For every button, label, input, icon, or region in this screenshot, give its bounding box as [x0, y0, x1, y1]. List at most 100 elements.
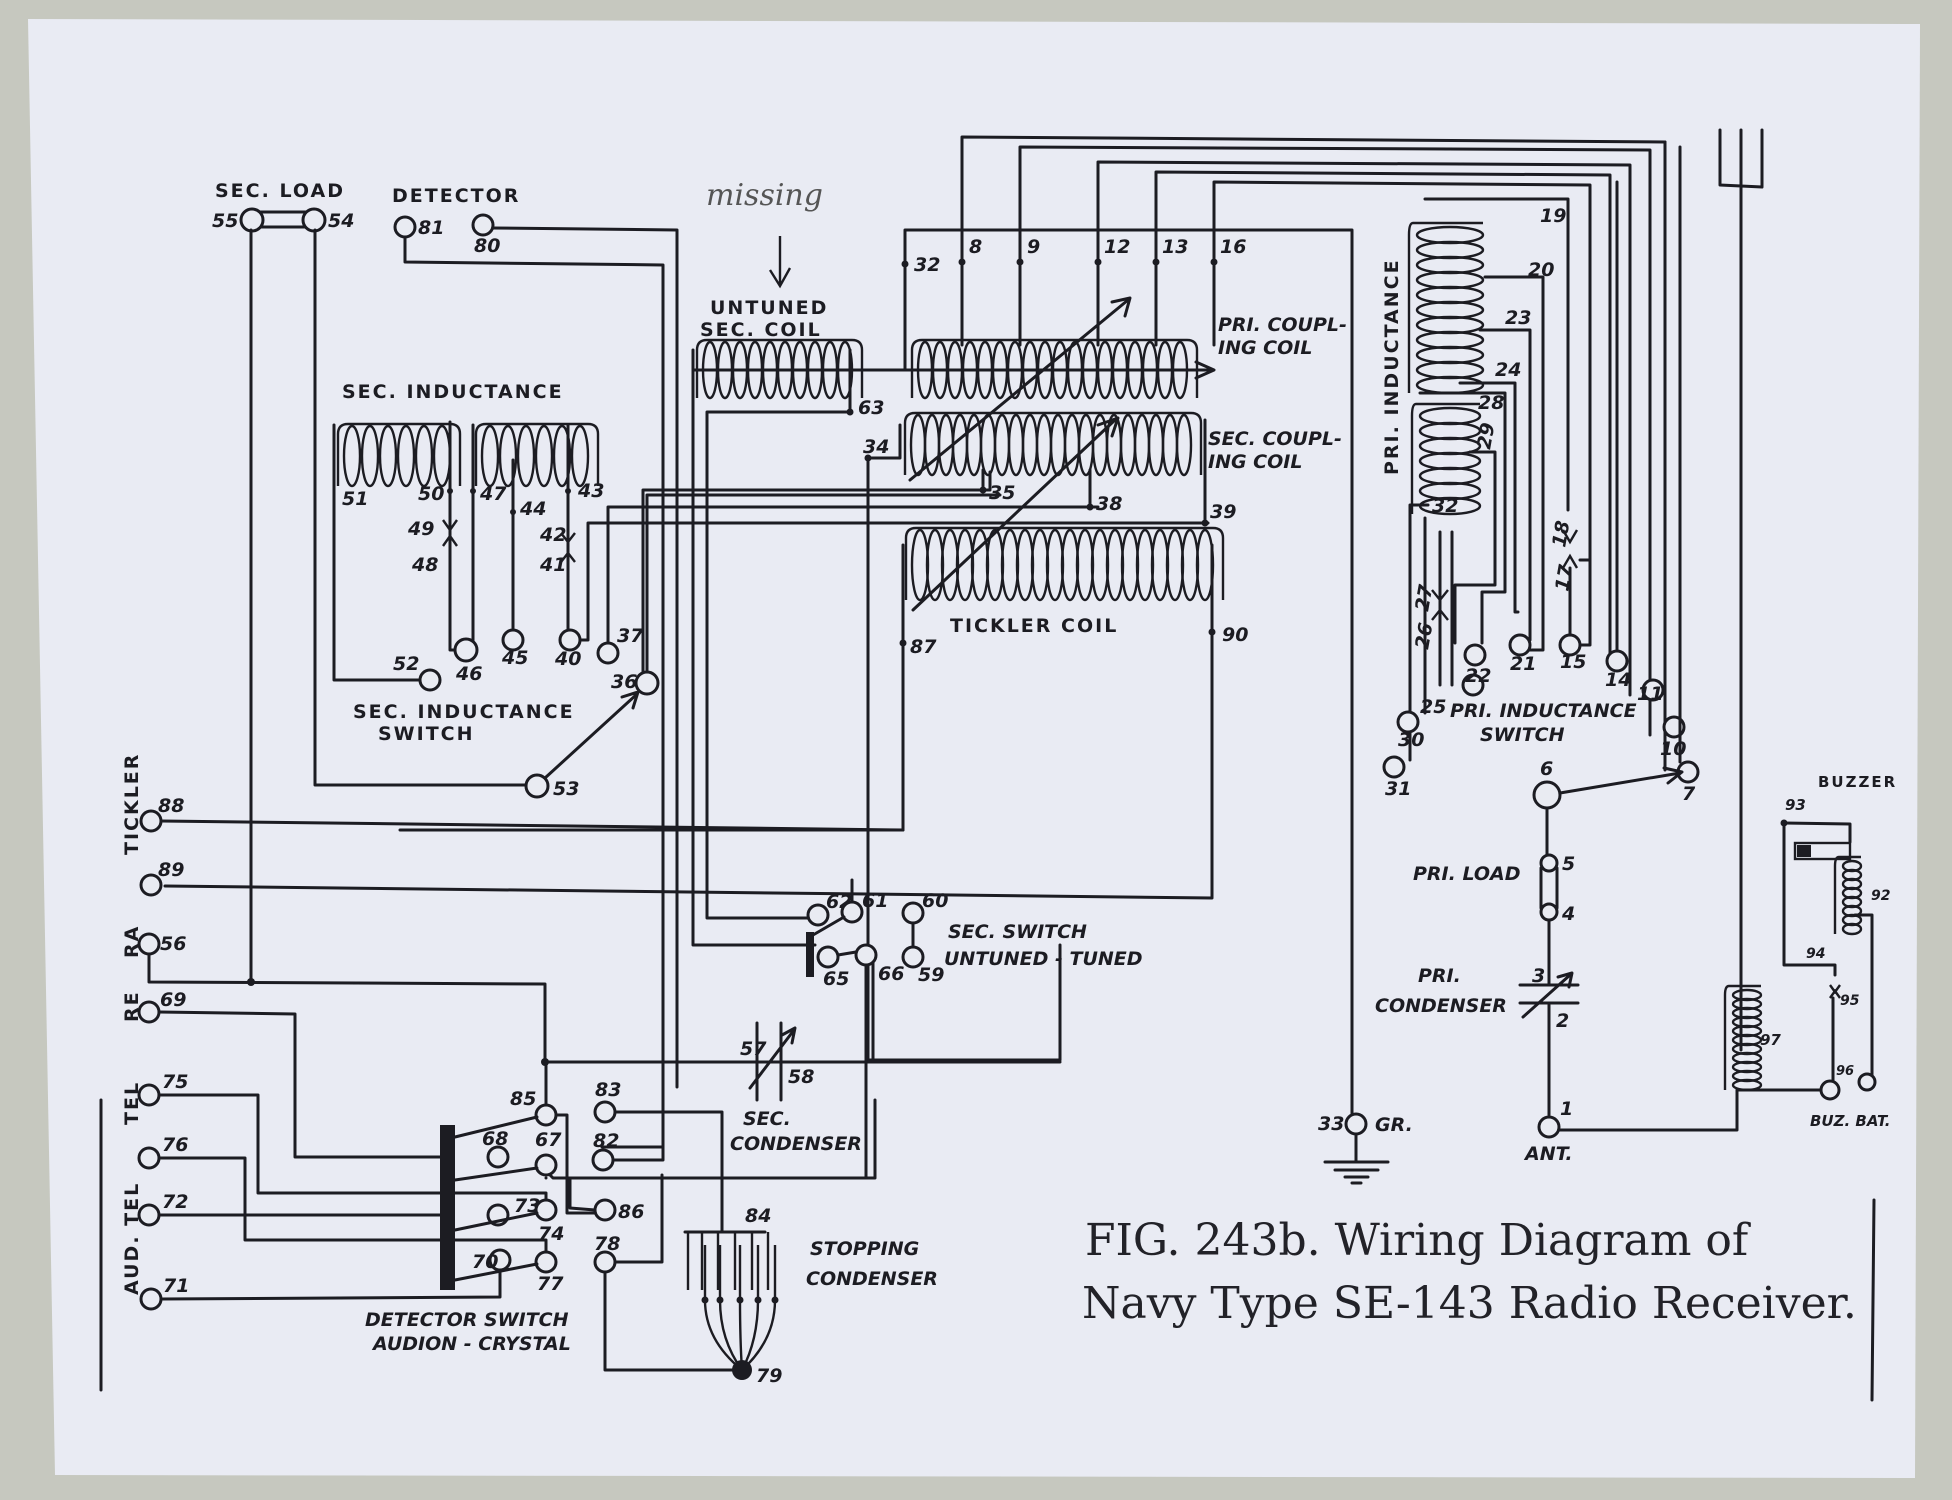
svg-text:44: 44 — [519, 498, 546, 520]
terminal-45[interactable] — [501, 628, 525, 652]
terminal-31[interactable] — [1382, 755, 1406, 779]
svg-text:83: 83 — [595, 1079, 621, 1101]
svg-text:11: 11 — [1637, 683, 1663, 705]
svg-text:28: 28 — [1478, 392, 1504, 414]
terminal-54[interactable] — [301, 207, 327, 233]
terminal-56[interactable] — [137, 932, 161, 956]
svg-text:BUZZER: BUZZER — [1818, 773, 1897, 791]
terminal-5[interactable] — [1539, 853, 1559, 873]
svg-text:90: 90 — [1222, 624, 1248, 646]
svg-text:41: 41 — [539, 554, 566, 576]
svg-text:SEC. INDUCTANCE: SEC. INDUCTANCE — [353, 701, 575, 723]
terminal-69[interactable] — [137, 1000, 161, 1024]
terminal-55[interactable] — [239, 207, 265, 233]
terminal-1[interactable] — [1537, 1115, 1561, 1139]
terminal-81[interactable] — [393, 215, 417, 239]
svg-text:RA: RA — [121, 925, 143, 958]
svg-text:CONDENSER: CONDENSER — [730, 1133, 862, 1155]
terminal-67[interactable] — [534, 1153, 558, 1177]
antenna-circuit: 5 4 PRI. LOAD 3 2 PRI. CONDENSER 1 ANT. — [1375, 806, 1739, 1165]
svg-text:SEC. COIL: SEC. COIL — [700, 319, 822, 341]
coil-turn — [552, 424, 572, 488]
coil-turn — [516, 424, 536, 488]
terminal-4[interactable] — [1539, 902, 1559, 922]
pri-inductance-switch-arm[interactable] — [1558, 766, 1684, 795]
terminal-71[interactable] — [139, 1287, 163, 1311]
tickler-coil: 87 90 TICKLER COIL — [163, 526, 1248, 900]
stopping-condenser: 84 79 STOPPING CONDENSER — [683, 1205, 938, 1387]
svg-text:78: 78 — [594, 1233, 620, 1255]
terminal-61[interactable] — [840, 900, 864, 924]
sec-inductance-coil-2 — [474, 422, 600, 488]
terminal-60[interactable] — [901, 901, 925, 925]
svg-text:13: 13 — [1162, 236, 1188, 258]
terminal-80[interactable] — [471, 213, 495, 237]
terminal-86[interactable] — [593, 1198, 617, 1222]
terminal-11[interactable] — [1641, 678, 1665, 702]
terminal-82[interactable] — [591, 1148, 615, 1172]
terminal-68[interactable] — [486, 1145, 510, 1169]
detector-switch-blade[interactable] — [440, 1125, 455, 1290]
svg-text:60: 60 — [922, 890, 948, 912]
svg-text:32: 32 — [914, 254, 940, 276]
terminal-6[interactable] — [1532, 780, 1562, 810]
terminal-74[interactable] — [534, 1198, 558, 1222]
terminal-52[interactable] — [418, 668, 442, 692]
sec-switch: 62 61 60 65 66 59 SEC. SWITCH UNTUNED - … — [806, 878, 1143, 1180]
svg-text:STOPPING: STOPPING — [810, 1238, 919, 1260]
svg-text:95: 95 — [1840, 993, 1860, 1009]
svg-text:53: 53 — [553, 778, 579, 800]
figure-caption-line-1: FIG. 243b. Wiring Diagram of — [1085, 1215, 1751, 1266]
coil-turn — [1841, 922, 1863, 936]
terminal-89[interactable] — [139, 873, 163, 897]
svg-text:RE: RE — [121, 990, 143, 1022]
terminal-14[interactable] — [1605, 649, 1629, 673]
terminal-75[interactable] — [137, 1083, 161, 1107]
terminal-66[interactable] — [854, 943, 878, 967]
terminal-72[interactable] — [137, 1203, 161, 1227]
coil-turn — [1175, 413, 1193, 477]
terminal-40[interactable] — [558, 628, 582, 652]
terminal-53[interactable] — [524, 773, 550, 799]
terminal-37[interactable] — [596, 641, 620, 665]
terminal-62[interactable] — [806, 903, 830, 927]
terminal-36[interactable] — [634, 670, 660, 696]
coil-turn — [570, 424, 590, 488]
coil-turn — [396, 424, 416, 488]
svg-text:34: 34 — [863, 436, 889, 458]
svg-text:76: 76 — [162, 1134, 188, 1156]
terminal-77[interactable] — [534, 1250, 558, 1274]
variable-coupling-arrow-1 — [908, 296, 1132, 482]
terminal-22[interactable] — [1463, 643, 1487, 667]
terminal-25[interactable] — [1461, 673, 1485, 697]
terminal-76[interactable] — [137, 1146, 161, 1170]
terminal-21[interactable] — [1508, 633, 1532, 657]
sec-coupling-coil: 34 35 38 39 SEC. COUPL- ING COIL — [863, 411, 1342, 1062]
terminal-96[interactable] — [1819, 1079, 1841, 1101]
svg-text:SEC.: SEC. — [743, 1108, 791, 1130]
terminal-bat[interactable] — [1857, 1072, 1877, 1092]
svg-text:2: 2 — [1556, 1010, 1569, 1032]
svg-text:97: 97 — [1760, 1031, 1781, 1049]
terminal-85[interactable] — [534, 1103, 558, 1127]
svg-text:23: 23 — [1505, 307, 1531, 329]
terminal-78[interactable] — [593, 1250, 617, 1274]
terminal-65[interactable] — [816, 945, 840, 969]
coil-frame — [474, 422, 600, 486]
terminal-83[interactable] — [593, 1100, 617, 1124]
sec-load: SEC. LOAD 55 54 — [212, 180, 537, 984]
svg-text:14: 14 — [1605, 669, 1631, 691]
svg-text:37: 37 — [617, 625, 644, 647]
coil-turn — [1171, 340, 1189, 400]
svg-text:32: 32 — [1432, 495, 1458, 517]
sec-switch-blade[interactable] — [806, 932, 814, 977]
terminal-33[interactable] — [1344, 1112, 1368, 1136]
svg-text:17: 17 — [1551, 562, 1577, 593]
svg-text:DETECTOR SWITCH: DETECTOR SWITCH — [365, 1309, 569, 1331]
terminal-46[interactable] — [453, 637, 479, 663]
terminal-30[interactable] — [1396, 710, 1420, 734]
svg-text:10: 10 — [1660, 738, 1686, 760]
sec-inductance-switch-arm[interactable] — [543, 690, 640, 780]
terminal-79[interactable] — [732, 1360, 752, 1380]
